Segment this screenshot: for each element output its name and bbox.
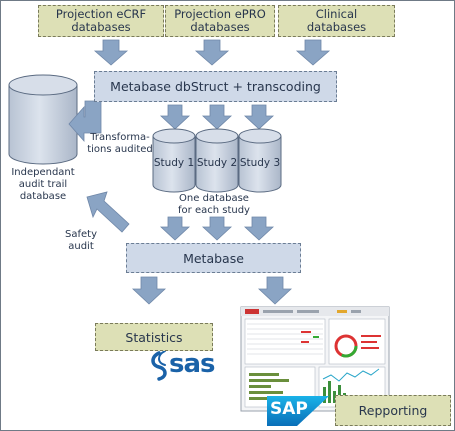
arrow-study-1-to-metabase: [159, 216, 191, 241]
sap-logo-text: SAP: [270, 399, 308, 419]
one-database-label: One database for each study: [178, 193, 250, 216]
transformations-label: Transforma- tions audited: [87, 132, 153, 155]
audit-db-cylinder: [8, 74, 78, 165]
study-2-cylinder: [195, 128, 239, 193]
arrow-to-study-2: [201, 104, 233, 130]
arrow-to-reporting: [257, 276, 293, 305]
arrow-source-2: [194, 39, 230, 66]
arrow-to-statistics: [131, 276, 167, 305]
metabase-box: Metabase: [126, 243, 301, 273]
source-ecrf-databases: Projection eCRF databases: [38, 5, 164, 37]
audit-db-label: Independant audit trail database: [11, 167, 75, 202]
arrow-to-study-1: [159, 104, 191, 130]
sap-logo-icon: [267, 396, 329, 426]
study-1-label: Study 1: [153, 157, 195, 169]
safety-audit-label: Safety audit: [65, 229, 97, 252]
study-2-label: Study 2: [196, 157, 238, 169]
source-clinical-databases: Clinical databases: [278, 5, 395, 37]
reporting-box: Repporting: [335, 395, 451, 426]
study-1-cylinder: [152, 128, 196, 193]
arrow-study-3-to-metabase: [243, 216, 275, 241]
sas-logo-icon: [151, 350, 167, 381]
arrow-safety-audit: [86, 191, 130, 233]
arrow-source-1: [93, 39, 129, 66]
study-3-label: Study 3: [239, 157, 281, 169]
metabase-transcoding-box: Metabase dbStruct + transcoding: [94, 71, 337, 102]
statistics-box: Statistics: [95, 323, 213, 351]
arrow-to-study-3: [243, 104, 275, 130]
arrow-source-3: [295, 39, 331, 66]
study-3-cylinder: [238, 128, 282, 193]
arrow-transformations: [68, 100, 102, 143]
source-epro-databases: Projection ePRO databases: [165, 5, 275, 37]
sas-logo-text: sas: [169, 349, 215, 379]
arrow-study-2-to-metabase: [201, 216, 233, 241]
